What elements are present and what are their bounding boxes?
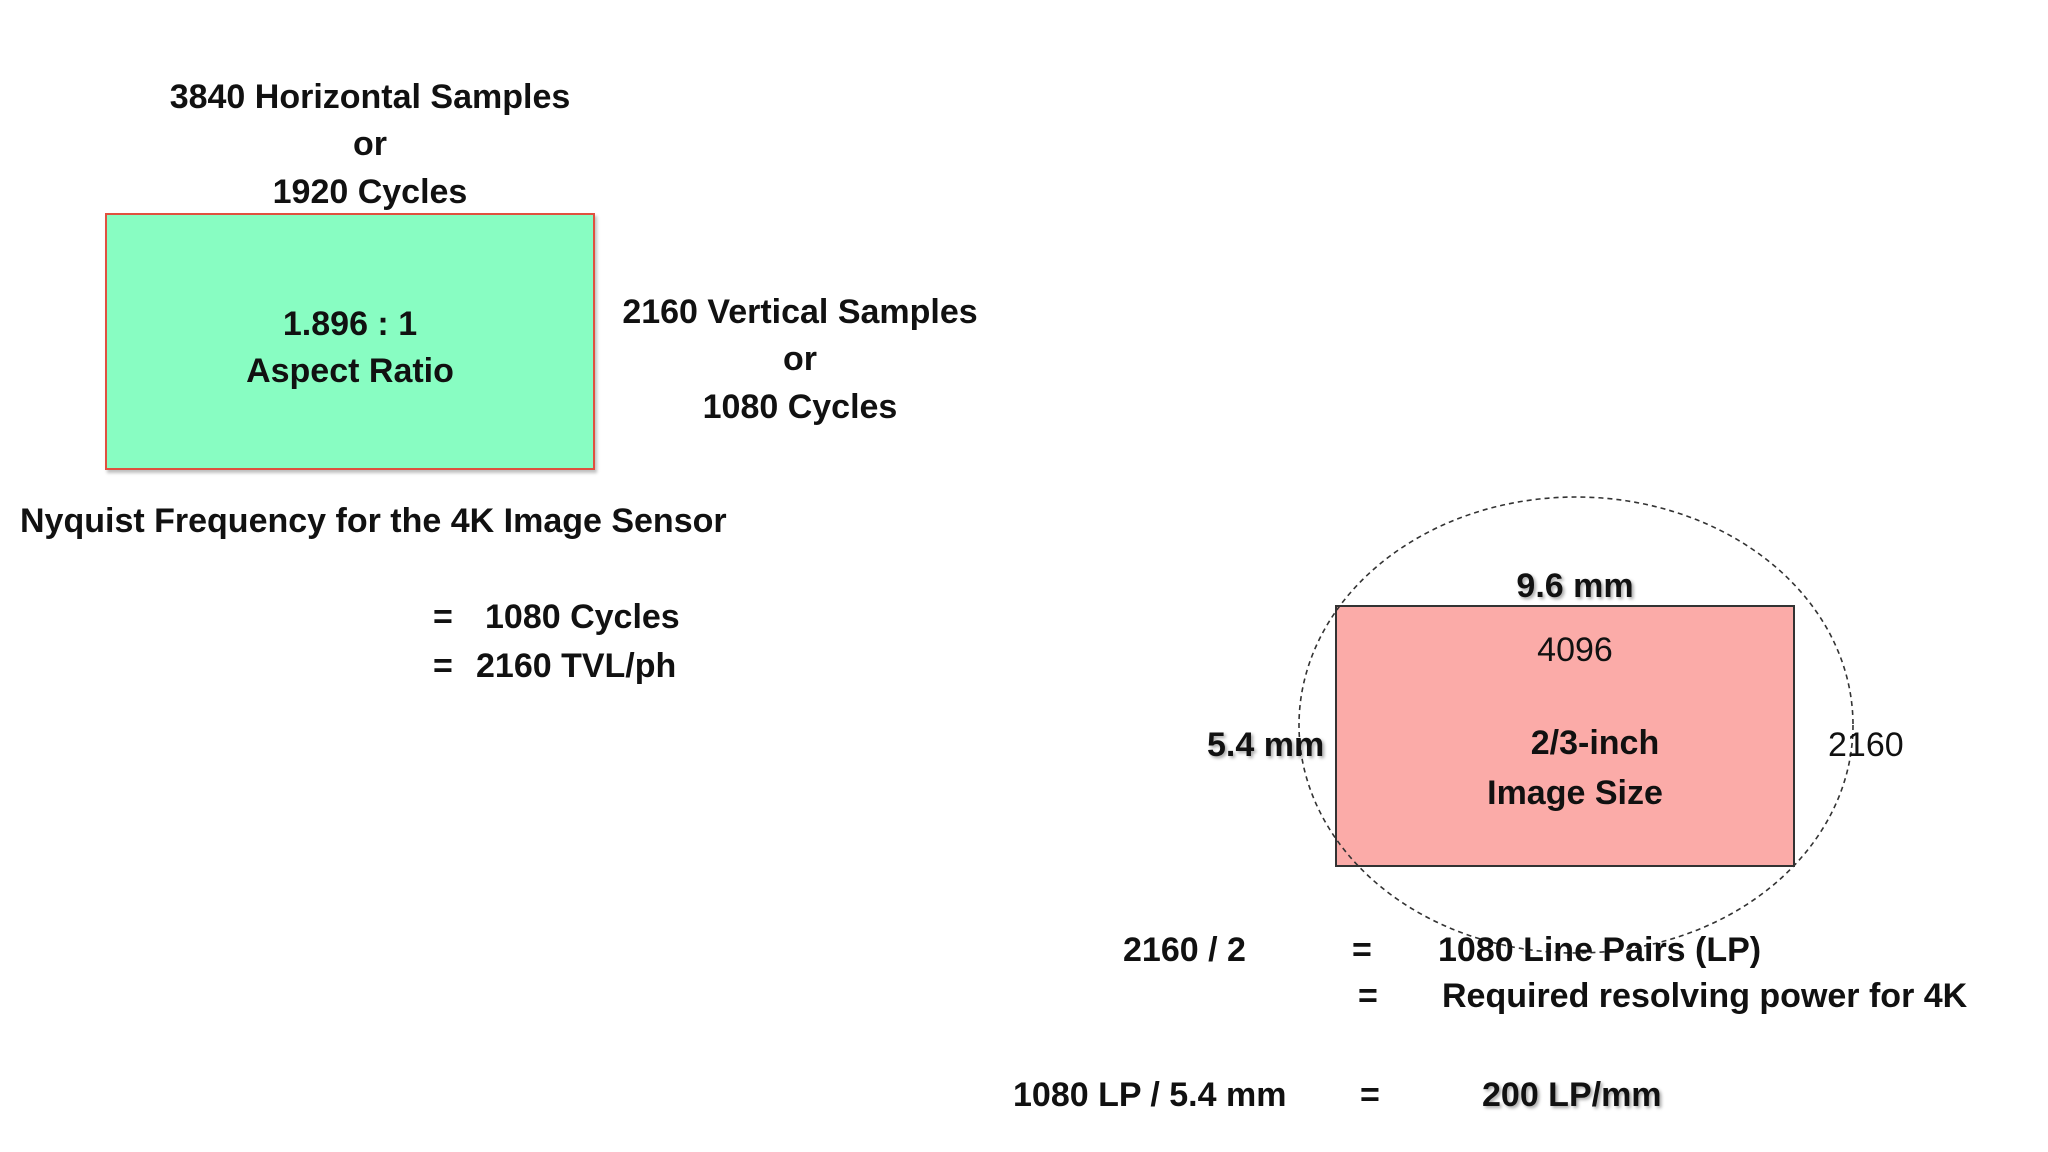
nyquist-eq1-value: 1080 Cycles bbox=[485, 598, 680, 636]
sensor-width-label: 9.6 mm bbox=[1516, 567, 1634, 605]
nyquist-eq2-value: 2160 TVL/ph bbox=[476, 647, 677, 685]
calc-row2-right: Required resolving power for 4K bbox=[1442, 977, 1968, 1015]
vertical-samples-label: 2160 Vertical Samples bbox=[622, 293, 978, 331]
sensor-format-label: 2/3-inch bbox=[1530, 724, 1660, 762]
calc-row2-sign: = bbox=[1358, 977, 1378, 1015]
horizontal-or-label: or bbox=[353, 125, 387, 163]
calc-row3-sign: = bbox=[1360, 1076, 1380, 1114]
nyquist-title: Nyquist Frequency for the 4K Image Senso… bbox=[20, 502, 727, 540]
calc-row3-result: 200 LP/mm bbox=[1482, 1076, 1662, 1114]
horizontal-cycles-label: 1920 Cycles bbox=[272, 173, 468, 211]
vertical-or-label: or bbox=[783, 340, 817, 378]
horizontal-samples-label: 3840 Horizontal Samples bbox=[169, 78, 571, 116]
sensor-vertical-pixels: 2160 bbox=[1828, 726, 1904, 764]
vertical-cycles-label: 1080 Cycles bbox=[702, 388, 898, 426]
calc-row3-left: 1080 LP / 5.4 mm bbox=[1013, 1076, 1287, 1114]
aspect-ratio-value: 1.896 : 1 bbox=[282, 305, 418, 343]
image-circle-outline bbox=[1298, 496, 1854, 954]
sensor-horizontal-pixels: 4096 bbox=[1537, 631, 1613, 669]
nyquist-eq2-sign: = bbox=[433, 647, 453, 685]
sensor-image-area bbox=[1335, 605, 1795, 867]
calc-row1-right: 1080 Line Pairs (LP) bbox=[1438, 931, 1762, 969]
calc-row1-sign: = bbox=[1352, 931, 1372, 969]
aspect-ratio-box bbox=[105, 213, 595, 470]
sensor-image-size-label: Image Size bbox=[1487, 774, 1663, 812]
nyquist-eq1-sign: = bbox=[433, 598, 453, 636]
aspect-ratio-caption: Aspect Ratio bbox=[246, 352, 454, 390]
sensor-height-label: 5.4 mm bbox=[1207, 726, 1325, 764]
calc-row1-left: 2160 / 2 bbox=[1123, 931, 1246, 969]
